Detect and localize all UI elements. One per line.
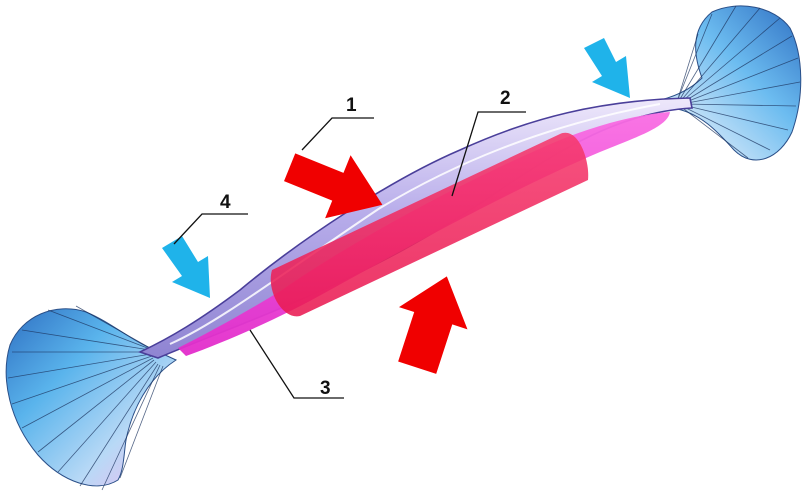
leader-line-4 [174,214,248,244]
label-1: 1 [346,95,357,116]
label-4: 4 [220,192,231,213]
leader-line-1 [302,118,374,150]
right-bell-end [652,6,801,160]
blue-arrow-icon-right [584,38,630,98]
left-bell-end [6,306,176,490]
label-3: 3 [320,378,331,399]
blue-arrow-icon-left [162,236,210,298]
label-2: 2 [500,88,511,109]
red-arrow-icon-lower [383,265,481,379]
